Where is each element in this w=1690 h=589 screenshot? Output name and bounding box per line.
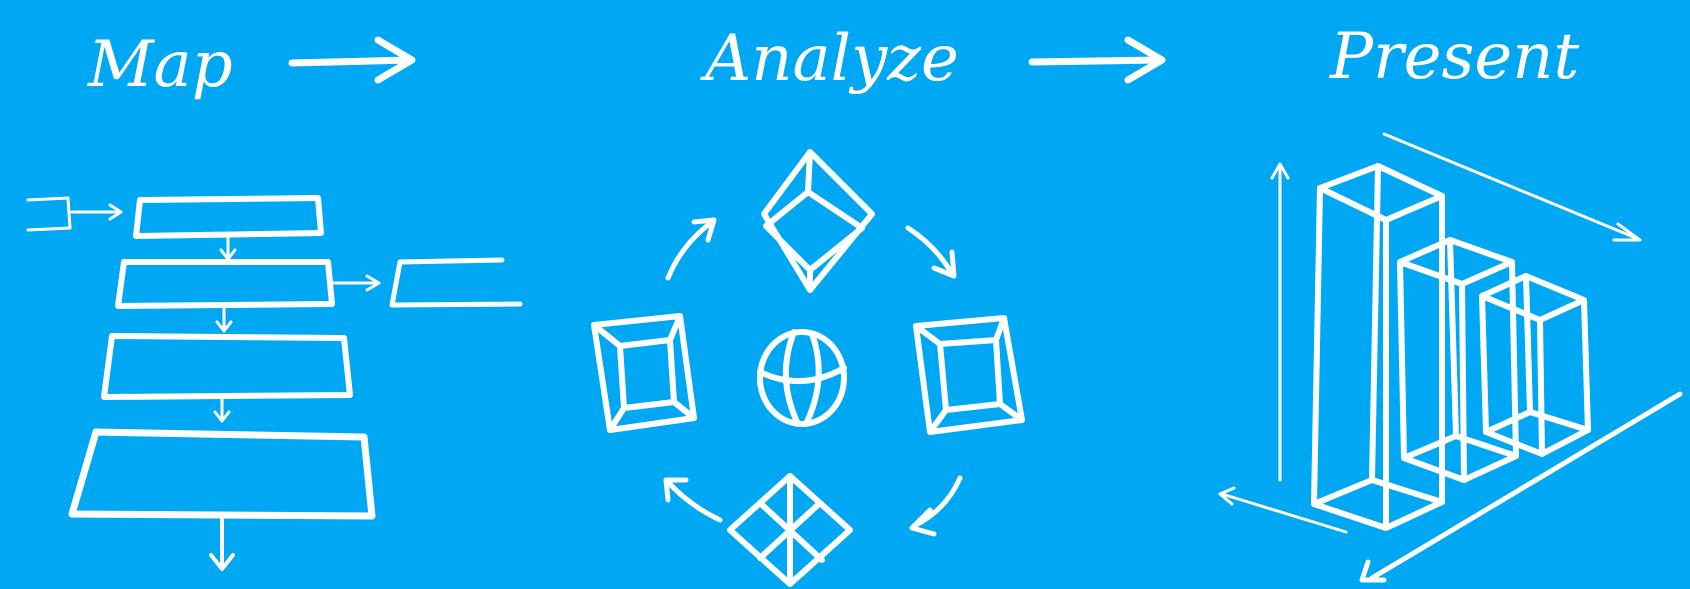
cube-left-icon	[591, 313, 697, 433]
3d-bar-chart-icon	[1218, 132, 1683, 583]
step-label-analyze: Analyze	[700, 22, 959, 96]
cycle-arrows-icon	[663, 217, 963, 537]
entry-arrow-icon	[26, 196, 123, 232]
flow-step-box-4	[68, 428, 376, 520]
arrow-analyze-to-present-icon	[1028, 36, 1166, 84]
chart-floor-line	[1369, 391, 1683, 581]
arrow-map-to-analyze-icon	[288, 36, 416, 84]
side-branch-arrow-icon	[330, 274, 381, 292]
flow-step-box-2	[115, 259, 335, 309]
bar-medium-icon	[1397, 237, 1519, 483]
cube-top-icon	[761, 149, 875, 293]
step-label-map: Map	[87, 28, 233, 102]
chart-floor-arrowhead	[1359, 559, 1387, 583]
flow-side-box	[389, 257, 523, 308]
cube-bottom-icon	[727, 473, 853, 587]
exit-arrow-icon	[209, 518, 235, 571]
globe-icon	[757, 329, 847, 427]
flow-step-box-1	[133, 195, 324, 239]
flowchart-icon	[26, 195, 523, 571]
bar-tall-icon	[1311, 163, 1445, 531]
step-label-present: Present	[1329, 20, 1579, 94]
flow-step-box-3	[101, 333, 353, 400]
cube-right-icon	[913, 315, 1025, 435]
chart-axes-icon	[1218, 132, 1642, 534]
bar-short-icon	[1479, 273, 1591, 457]
rotating-cubes-icon	[591, 149, 1025, 587]
